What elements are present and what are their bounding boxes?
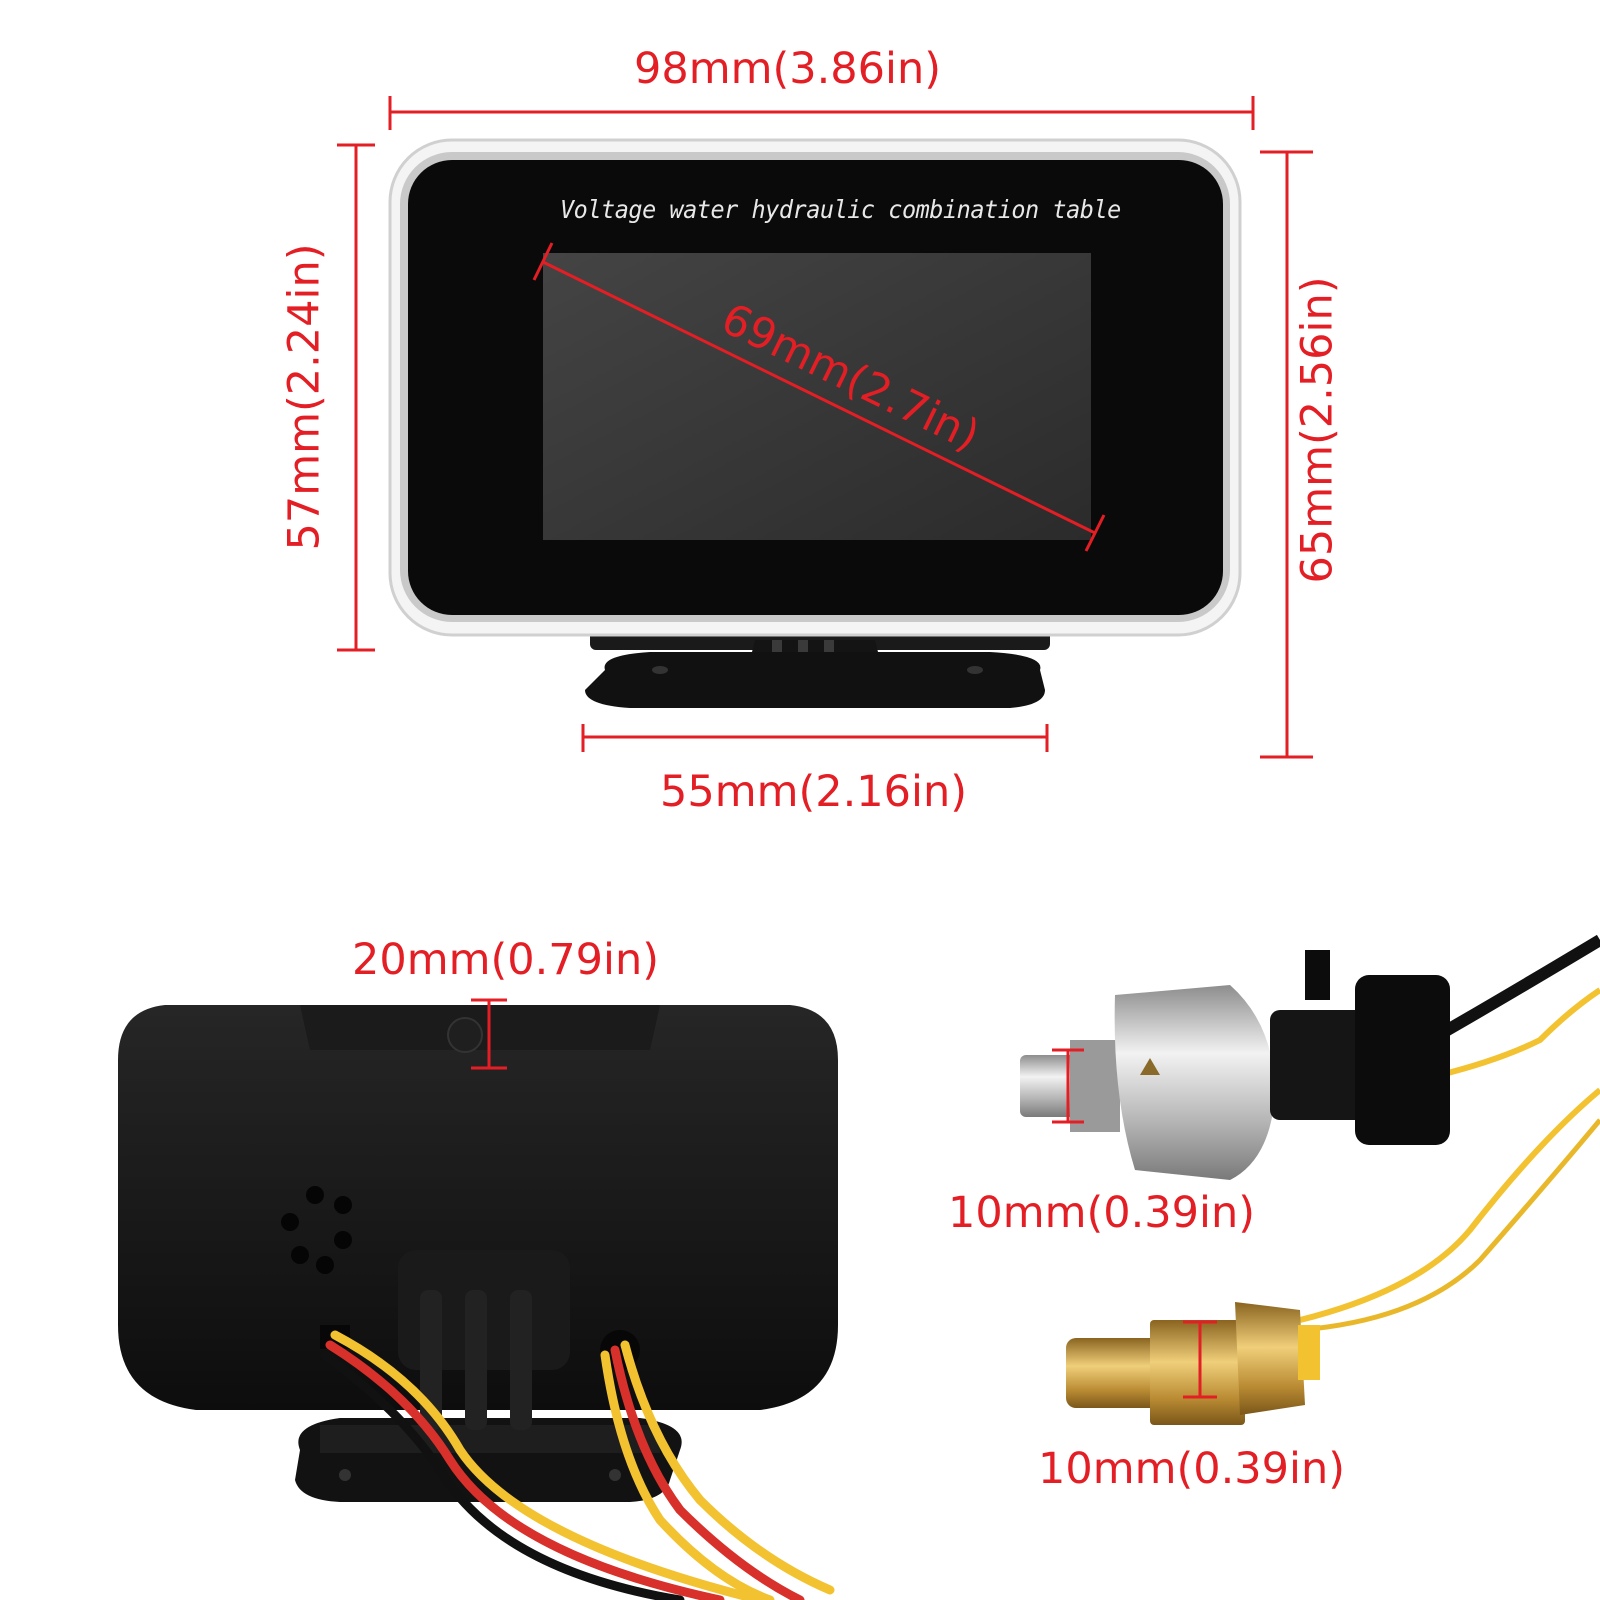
gauge-back-body [118, 1005, 838, 1410]
temp-thread-label: 10mm(0.39in) [1038, 1444, 1345, 1494]
dimension-lines [337, 96, 1313, 759]
depth-dimension-line [471, 998, 507, 1070]
gauge-front [388, 138, 1242, 708]
temperature-sensor [1066, 1087, 1600, 1425]
pressure-thread-label: 10mm(0.39in) [948, 1188, 1255, 1238]
base-width-label: 55mm(2.16in) [660, 767, 967, 817]
pressure-thread-dimension-line [1052, 1048, 1084, 1124]
depth-label: 20mm(0.79in) [352, 935, 659, 985]
width-label: 98mm(3.86in) [634, 44, 941, 94]
pressure-sensor [1020, 934, 1600, 1180]
temp-thread-dimension-line [1183, 1320, 1217, 1399]
screen-title: Voltage water hydraulic combination tabl… [560, 195, 1121, 224]
gauge-back [118, 1005, 838, 1600]
height-total-label: 65mm(2.56in) [1292, 276, 1343, 584]
height-screen-label: 57mm(2.24in) [279, 243, 330, 551]
